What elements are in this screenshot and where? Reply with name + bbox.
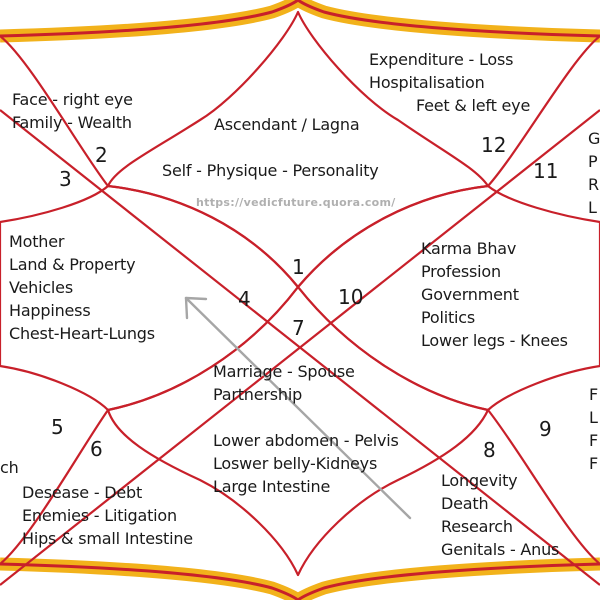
house-9-line-2: L [589, 408, 598, 427]
arc-top-right [487, 35, 600, 187]
house-number-10: 10 [338, 285, 364, 309]
house-number-2: 2 [95, 143, 108, 167]
house-2-line-1: Face - right eye [12, 90, 133, 109]
lobe-right [296, 184, 600, 412]
house-2-line-2: Family - Wealth [12, 113, 132, 132]
house-7-line-4: Loswer belly-Kidneys [213, 454, 378, 473]
house-number-4: 4 [238, 287, 251, 311]
house-12-line-1: Expenditure - Loss [369, 50, 514, 69]
house-8-line-2: Death [441, 494, 489, 513]
arc-bottom-left [0, 409, 109, 565]
diagonal-anti [0, 109, 600, 586]
house-4-line-5: Chest-Heart-Lungs [9, 324, 155, 343]
house-8-line-3: Research [441, 517, 513, 536]
house-5-line-1: ch [0, 458, 19, 477]
house-number-3: 3 [59, 167, 72, 191]
house-8-line-4: Genitals - Anus [441, 540, 560, 559]
house-10-line-4: Politics [421, 308, 476, 327]
house-11-line-1: G [588, 129, 600, 148]
house-number-11: 11 [533, 159, 559, 183]
house-number-9: 9 [539, 417, 552, 441]
house-12-line-3: Feet & left eye [416, 96, 531, 115]
house-4-line-1: Mother [9, 232, 65, 251]
chart-lines [0, 10, 600, 586]
house-4-line-2: Land & Property [9, 255, 136, 274]
border-top-red [0, 0, 600, 38]
house-4-line-3: Vehicles [9, 278, 73, 297]
house-6-line-3: Hips & small Intestine [22, 529, 193, 548]
house-9-line-4: F [589, 454, 599, 473]
house-7-line-5: Large Intestine [213, 477, 331, 496]
arrow-shaft [184, 296, 412, 520]
border-bottom-red [0, 562, 600, 600]
house-7-line-2: Partnership [213, 385, 303, 404]
house-6-line-1: Desease - Debt [22, 483, 143, 502]
house-11-line-2: P [588, 152, 598, 171]
arrow-icon [184, 296, 412, 520]
house-number-8: 8 [483, 438, 496, 462]
watermark-url: https://vedicfuture.quora.com/ [196, 196, 396, 209]
house-12-line-2: Hospitalisation [369, 73, 485, 92]
arrow-head [184, 296, 208, 320]
house-9-line-3: F [589, 431, 599, 450]
house-11-line-4: L [588, 198, 597, 217]
house-number-5: 5 [51, 415, 64, 439]
house-9-line-1: F [589, 385, 599, 404]
house-number-6: 6 [90, 437, 103, 461]
house-number-1: 1 [292, 255, 305, 279]
house-7-line-3: Lower abdomen - Pelvis [213, 431, 399, 450]
house-6-line-2: Enemies - Litigation [22, 506, 177, 525]
arc-bottom-right [487, 409, 600, 565]
house-11-line-3: R [588, 175, 599, 194]
house-10-line-5: Lower legs - Knees [421, 331, 568, 350]
house-1-line-2: Self - Physique - Personality [162, 161, 379, 180]
house-8-line-1: Longevity [441, 471, 518, 490]
house-number-12: 12 [481, 133, 507, 157]
house-10-line-2: Profession [421, 262, 501, 281]
house-10-line-1: Karma Bhav [421, 239, 517, 258]
house-number-7: 7 [292, 316, 305, 340]
arc-top-left [0, 35, 109, 187]
house-7-line-1: Marriage - Spouse [213, 362, 355, 381]
house-10-line-3: Government [421, 285, 519, 304]
house-1-line-1: Ascendant / Lagna [214, 115, 360, 134]
house-4-line-4: Happiness [9, 301, 91, 320]
